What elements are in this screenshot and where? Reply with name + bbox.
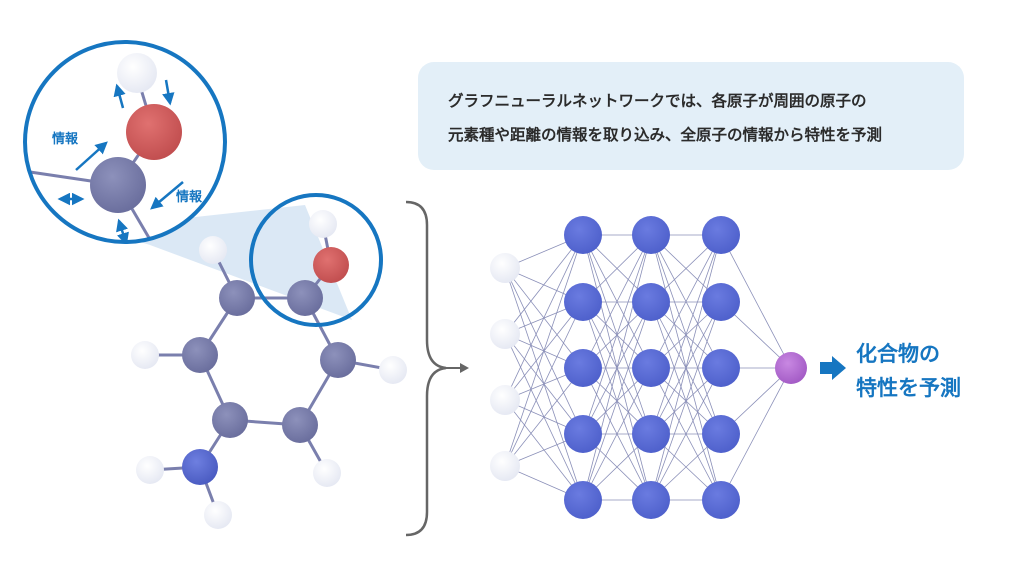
info-arrow-down-icon — [162, 79, 175, 106]
caption-line-1: グラフニューラルネットワークでは、各原子が周囲の原子の — [448, 92, 867, 110]
network-edge — [650, 234, 722, 501]
hidden-node — [564, 415, 602, 453]
hydrogen-atom — [204, 501, 232, 529]
network-nodes — [490, 216, 807, 519]
carbon-atom — [182, 337, 218, 373]
hydrogen-atom-zoom — [117, 53, 157, 93]
carbon-atom — [320, 342, 356, 378]
info-arrow-diagonal-icon — [75, 141, 108, 171]
result-line-2: 特性を予測 — [856, 376, 961, 400]
hydrogen-atom — [136, 456, 164, 484]
info-label-right: 情報 — [176, 189, 203, 205]
hidden-node — [632, 216, 670, 254]
result-label: 化合物の 特性を予測 — [856, 337, 961, 405]
output-node — [775, 352, 807, 384]
hidden-node — [702, 283, 740, 321]
hidden-node — [632, 283, 670, 321]
carbon-atom — [212, 402, 248, 438]
info-arrow-up-icon — [113, 83, 126, 109]
network-edge — [504, 367, 584, 467]
network-edge — [582, 234, 652, 435]
zoom-inset: 情報 情報 — [23, 40, 227, 244]
network-edge — [720, 367, 792, 501]
network-edge — [650, 367, 722, 501]
network-edge — [504, 234, 584, 401]
caption-box: グラフニューラルネットワークでは、各原子が周囲の原子の 元素種や距離の情報を取り… — [418, 62, 964, 170]
curly-brace — [405, 200, 447, 537]
carbon-atom-zoom — [90, 157, 146, 213]
carbon-atom — [219, 280, 255, 316]
hidden-node — [564, 216, 602, 254]
hidden-node — [632, 415, 670, 453]
hydrogen-atom — [379, 356, 407, 384]
nitrogen-atom — [182, 449, 218, 485]
network-edge — [650, 234, 722, 435]
highlight-circle — [249, 193, 383, 327]
network-edge — [582, 234, 652, 369]
output-arrow-icon — [820, 356, 846, 380]
double-arrow-vertical-icon — [116, 218, 129, 242]
molecule-atoms — [131, 210, 407, 529]
info-label-left: 情報 — [52, 131, 79, 147]
hydrogen-atom — [199, 236, 227, 264]
hidden-node — [702, 415, 740, 453]
carbon-atom — [282, 407, 318, 443]
hidden-node — [702, 216, 740, 254]
hydrogen-atom — [131, 341, 159, 369]
hidden-node — [564, 481, 602, 519]
hydrogen-atom — [309, 210, 337, 238]
info-arrow-incoming-icon — [150, 181, 184, 210]
network-edge — [582, 367, 652, 501]
oxygen-atom — [313, 247, 349, 283]
input-node — [490, 451, 520, 481]
input-node — [490, 319, 520, 349]
hidden-node — [702, 481, 740, 519]
caption-line-2: 元素種や距離の情報を取り込み、全原子の情報から特性を予測 — [448, 126, 883, 144]
hidden-node — [564, 349, 602, 387]
network-edge — [504, 234, 584, 335]
network-edge — [650, 301, 722, 501]
result-line-1: 化合物の — [856, 342, 940, 366]
network-edge — [504, 234, 584, 467]
oxygen-atom-zoom — [126, 104, 182, 160]
carbon-atom — [287, 280, 323, 316]
hidden-node — [564, 283, 602, 321]
network-edge — [582, 234, 652, 501]
network-edge — [582, 301, 652, 501]
network-edge — [650, 234, 722, 369]
hidden-node — [702, 349, 740, 387]
hidden-node — [632, 349, 670, 387]
input-node — [490, 385, 520, 415]
network-edge — [720, 234, 792, 369]
input-node — [490, 253, 520, 283]
hidden-node — [632, 481, 670, 519]
network-edge — [504, 301, 584, 467]
hydrogen-atom — [313, 459, 341, 487]
